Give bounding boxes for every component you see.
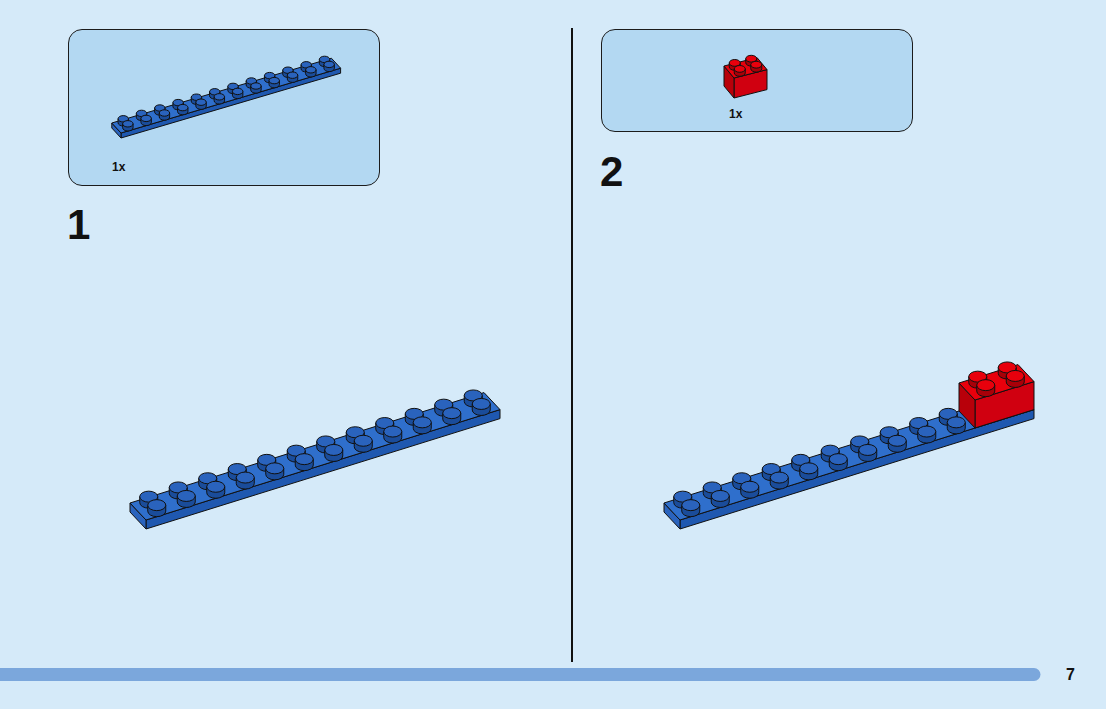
stud-top (711, 490, 729, 501)
stud-top (472, 398, 490, 409)
stud-top (207, 481, 225, 492)
stud-top (269, 77, 279, 83)
stud-top (287, 72, 297, 78)
plate-side (121, 68, 341, 138)
stud-top (324, 61, 334, 67)
brick-top (724, 58, 767, 78)
stud-top (232, 88, 242, 94)
stud-top (734, 66, 745, 73)
stud-top (977, 380, 995, 391)
step-number: 2 (600, 151, 623, 193)
quantity-label: 1x (112, 160, 125, 174)
stud-top (266, 463, 284, 474)
page-number: 7 (1066, 667, 1075, 683)
stud-top (682, 500, 700, 511)
stud-top (947, 417, 965, 428)
step-number: 1 (67, 204, 90, 246)
stud-top (214, 94, 224, 100)
stud-top (141, 115, 151, 121)
stud-top (236, 472, 254, 483)
stud-top (148, 500, 166, 511)
stud-top (384, 426, 402, 437)
stud-top (918, 426, 936, 437)
plate-side (146, 410, 500, 529)
step-divider (571, 28, 573, 662)
stud-top (741, 481, 759, 492)
parts-callout: 1x (68, 29, 380, 186)
stud-top (177, 490, 195, 501)
stud-top (413, 417, 431, 428)
stud-top (123, 121, 133, 127)
stud-top (859, 444, 877, 455)
stud-top (295, 454, 313, 465)
stud-top (354, 435, 372, 446)
brick-top (959, 365, 1034, 400)
stud-top (1006, 370, 1024, 381)
plate-top (130, 393, 500, 520)
parts-callout: 1x (601, 29, 913, 132)
part-icon (602, 30, 914, 133)
stud-top (251, 83, 261, 89)
stud-top (829, 454, 847, 465)
plate-side (680, 410, 1034, 529)
plate-top (112, 58, 341, 133)
stud-top (443, 408, 461, 419)
stud-top (325, 444, 343, 455)
stud-top (196, 99, 206, 105)
stud-top (178, 104, 188, 110)
quantity-label: 1x (729, 107, 742, 121)
stud-top (751, 61, 762, 68)
stud-top (159, 110, 169, 116)
stud-top (800, 463, 818, 474)
stud-top (770, 472, 788, 483)
stud-top (888, 435, 906, 446)
stud-top (306, 67, 316, 73)
page-bar (0, 668, 1041, 681)
